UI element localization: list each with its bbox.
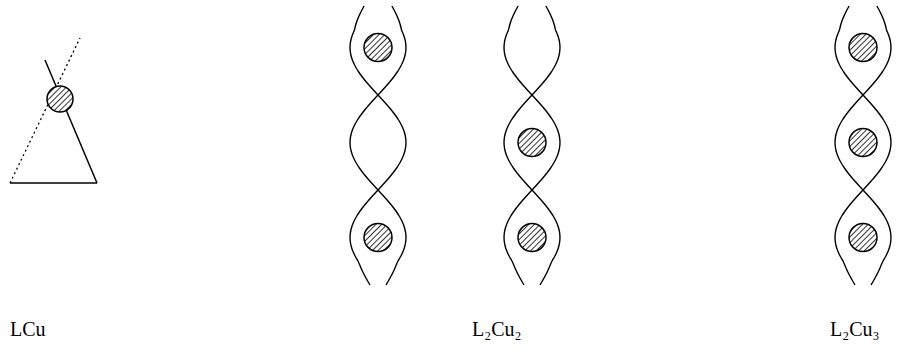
formula-label: L₂Cu₃ [830, 318, 880, 340]
dotted-edge [10, 38, 80, 183]
solid-edge [45, 60, 97, 183]
triangle-base [10, 182, 97, 184]
copper-ion [364, 34, 392, 62]
ligand-strand [835, 6, 891, 285]
double-helix [504, 6, 560, 285]
ligand-triangle [10, 38, 97, 183]
formula-label: LCu [10, 318, 46, 340]
formula-label: L₂Cu₂ [472, 318, 522, 340]
copper-ion [849, 224, 877, 252]
double-helix [835, 6, 891, 285]
ligand-strand [504, 6, 560, 285]
copper-ion [364, 224, 392, 252]
ligand-strand [350, 6, 406, 285]
ligand-strand [835, 6, 891, 285]
ligand-strand [350, 6, 406, 285]
copper-ion [518, 224, 546, 252]
double-helix [350, 6, 406, 285]
copper-ion [47, 86, 73, 112]
ligand-strand [504, 6, 560, 285]
copper-ion [518, 129, 546, 157]
copper-ion [849, 34, 877, 62]
copper-ion [849, 129, 877, 157]
